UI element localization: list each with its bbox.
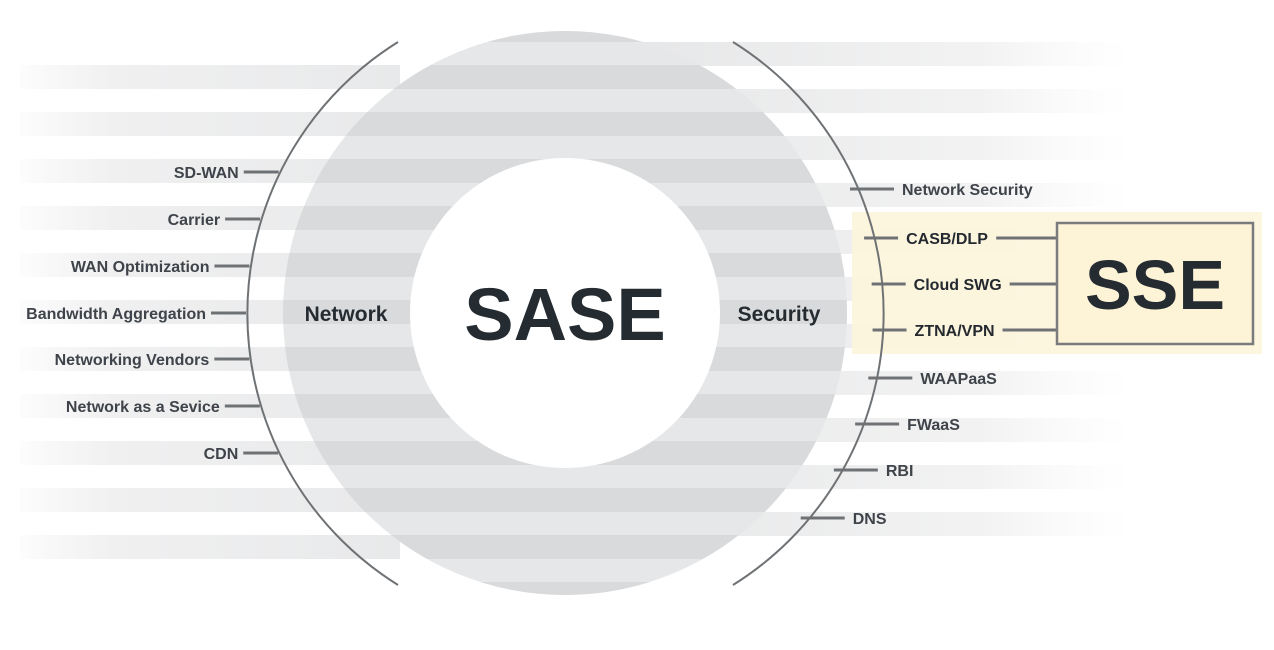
network-item: CDN [204,446,279,463]
security-item: CASB/DLP [864,231,1057,248]
security-item: DNS [800,511,887,528]
sse-box: SSE [1055,221,1255,346]
security-heading: Security [738,303,821,326]
background-stripe [20,65,400,89]
background-stripe [640,42,1130,66]
network-item: WAN Optimization [71,259,250,276]
network-item-label: WAN Optimization [71,259,210,276]
network-item-label: Network as a Sevice [66,399,220,416]
security-item: ZTNA/VPN [872,323,1057,340]
security-item-label: RBI [886,463,914,480]
background-stripe [20,112,400,136]
security-item: Network Security [849,182,1033,199]
security-item-label: Network Security [902,182,1033,199]
security-item-label: WAAPaaS [920,371,997,388]
network-item-label: SD-WAN [174,165,239,182]
network-heading: Network [305,303,388,326]
background-stripe [20,535,400,559]
network-item-label: Bandwidth Aggregation [26,306,206,323]
security-item: RBI [833,463,914,480]
security-item-label: ZTNA/VPN [915,323,995,340]
network-item: SD-WAN [174,165,279,182]
security-item: FWaaS [855,417,960,434]
network-item-label: Carrier [168,212,220,229]
security-item-label: Cloud SWG [914,277,1002,294]
network-item-label: Networking Vendors [55,352,210,369]
sase-title: SASE [464,273,666,356]
ring-stripe [283,112,847,136]
ring-stripe [283,31,847,42]
ring-stripe [283,488,847,512]
network-item: Carrier [168,212,261,229]
network-item-label: CDN [204,446,239,463]
network-arc [246,41,399,586]
network-item: Bandwidth Aggregation [26,306,246,323]
security-arc [732,41,885,586]
security-item-label: FWaaS [907,417,960,434]
security-item-label: CASB/DLP [906,231,988,248]
sase-core-circle [410,158,720,468]
ring-stripe [283,582,847,595]
security-item-label: DNS [853,511,887,528]
security-item: WAAPaaS [868,371,997,388]
background-stripe [20,488,400,512]
security-item: Cloud SWG [871,277,1057,294]
network-item: Network as a Sevice [66,399,260,416]
sse-label: SSE [1085,246,1225,324]
network-item: Networking Vendors [55,352,250,369]
